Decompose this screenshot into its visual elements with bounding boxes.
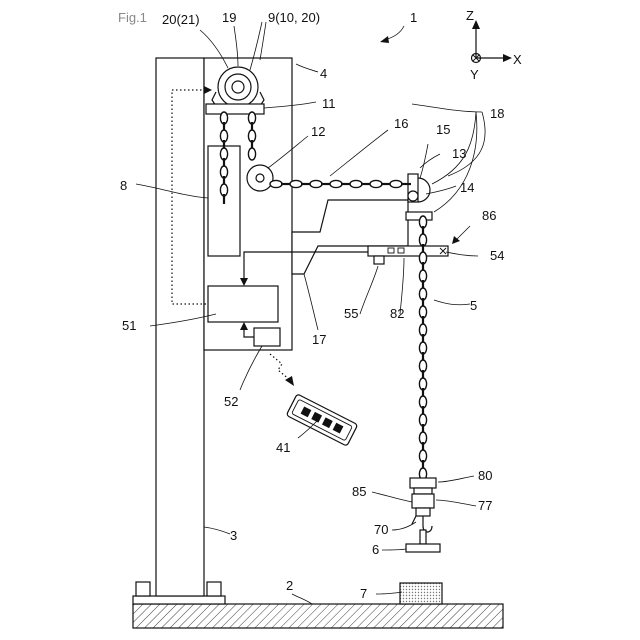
sensor-bar	[368, 246, 448, 256]
label-85: 85	[352, 484, 366, 499]
label-80: 80	[478, 468, 492, 483]
chain-link-25	[370, 180, 382, 187]
guide-arc	[418, 178, 430, 202]
chain-link-14	[248, 148, 255, 160]
remote-controller	[286, 394, 357, 446]
label-82: 82	[390, 306, 404, 321]
label-5: 5	[470, 298, 477, 313]
chain-link-23	[350, 180, 362, 187]
axis-y-label: Y	[470, 67, 479, 82]
label-4: 4	[320, 66, 327, 81]
label-8: 8	[120, 178, 127, 193]
sensor-55	[374, 256, 384, 264]
axis-indicator: Z X Y	[466, 8, 522, 82]
floor-load	[400, 583, 442, 604]
chain-link-19	[310, 180, 322, 187]
axis-x-label: X	[513, 52, 522, 67]
label-18: 18	[490, 106, 504, 121]
label-55: 55	[344, 306, 358, 321]
label-12: 12	[311, 124, 325, 139]
label-77: 77	[478, 498, 492, 513]
guide-plate	[406, 212, 432, 220]
receiver	[254, 328, 280, 346]
label-15: 15	[436, 122, 450, 137]
control-unit	[208, 286, 278, 322]
label-13: 13	[452, 146, 466, 161]
label-9: 9(10, 20)	[268, 10, 320, 25]
hung-load	[406, 544, 440, 552]
label-14: 14	[460, 180, 474, 195]
mounting-bar	[206, 104, 264, 114]
chain-link-21	[330, 180, 342, 187]
label-52: 52	[224, 394, 238, 409]
label-6: 6	[372, 542, 379, 557]
chain-link-17	[290, 180, 302, 187]
label-11: 11	[322, 96, 336, 111]
label-86: 86	[482, 208, 496, 223]
hook-body	[412, 494, 434, 508]
label-19: 19	[222, 10, 236, 25]
hook-top-block	[410, 478, 436, 488]
wireless-signal	[270, 354, 290, 380]
pillar	[156, 58, 204, 596]
chain-link-15	[270, 180, 282, 187]
guide-roller	[408, 191, 418, 201]
label-7: 7	[360, 586, 367, 601]
label-3: 3	[230, 528, 237, 543]
axis-z-label: Z	[466, 8, 474, 23]
chain-link-27	[390, 180, 402, 187]
label-17: 17	[312, 332, 326, 347]
figure-title: Fig.1	[118, 10, 147, 25]
label-16: 16	[394, 116, 408, 131]
arm	[292, 200, 408, 274]
label-54: 54	[490, 248, 504, 263]
label-2: 2	[286, 578, 293, 593]
label-20: 20(21)	[162, 12, 200, 27]
label-41: 41	[276, 440, 290, 455]
label-1: 1	[410, 10, 417, 25]
label-70: 70	[374, 522, 388, 537]
label-51: 51	[122, 318, 136, 333]
